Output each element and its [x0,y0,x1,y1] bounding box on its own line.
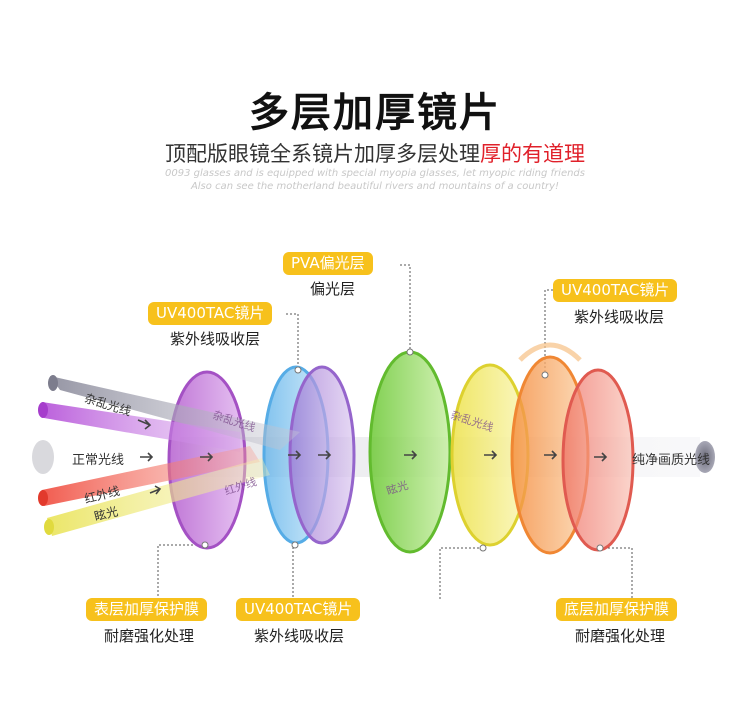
lens-text-glare: 眩光 [385,478,410,498]
ray-yellow-beam [47,458,270,536]
hole-blue [294,366,302,374]
normal-ray-source [32,440,54,474]
ray-stray-beam [50,376,300,450]
leader-bottom [600,547,633,600]
english-caption-line-2: Also can see the motherland beautiful ri… [190,181,560,192]
output-ray-dot [695,441,715,473]
ray-red-beam [42,446,260,506]
page-title: 多层加厚镜片 [249,90,501,136]
hole-yellow [479,544,487,552]
leader-pva [400,264,411,350]
lens-orange-glow [518,342,582,362]
arrow-orange-lens [544,450,558,460]
subtitle-accent: 厚的有道理 [480,142,585,166]
desc-uv-top-left: 紫外线吸收层 [170,330,261,348]
ray-label-normal: 正常光线 [72,453,125,468]
arrow-purple-lens [200,452,214,462]
tag-uv-top-right: UV400TAC镜片 [553,279,678,302]
leader-surface [157,544,205,600]
arrow-stray [137,419,152,430]
desc-surface: 耐磨强化处理 [104,627,195,645]
lens-red [561,368,635,552]
lens-green [368,350,452,554]
hole-blue-bottom [291,541,299,549]
ray-violet-beam [42,402,240,452]
desc-pva: 偏光层 [310,280,356,298]
desc-uv-bottom: 紫外线吸收层 [254,627,345,645]
leader-yellow-bottom [439,547,483,600]
arrow-violet-lens [318,450,332,460]
desc-uv-top-right: 紫外线吸收层 [574,308,665,326]
subtitle: 顶配版眼镜全系镜片加厚多层处理厚的有道理 [0,138,750,168]
hole-red [596,544,604,552]
tag-surface: 表层加厚保护膜 [86,598,208,621]
tag-uv-bottom: UV400TAC镜片 [236,598,361,621]
hole-green [406,348,414,356]
ray-red-end [38,490,48,506]
hole-orange [541,371,549,379]
arrow-normal [140,452,154,462]
hole-purple [201,541,209,549]
leader-uv-bottom [292,544,295,600]
desc-bottom: 耐磨强化处理 [575,627,666,645]
ray-yellow-end [44,519,54,535]
ray-violet-end [38,402,48,418]
arrow-blue-lens [288,450,302,460]
tag-bottom: 底层加厚保护膜 [556,598,678,621]
arrow-infrared [149,485,162,495]
tag-pva: PVA偏光层 [283,252,373,275]
arrow-green-lens [404,450,418,460]
arrow-yellow-lens [484,450,498,460]
tag-uv-top-left: UV400TAC镜片 [148,302,273,325]
arrow-red-lens [594,452,608,462]
ray-stray-end [48,375,58,391]
leader-uv-top-left [286,313,299,370]
ray-label-output: 纯净画质光线 [632,453,711,468]
english-caption-line-1: 0093 glasses and is equipped with specia… [164,168,585,179]
subtitle-main: 顶配版眼镜全系镜片加厚多层处理 [165,142,480,166]
